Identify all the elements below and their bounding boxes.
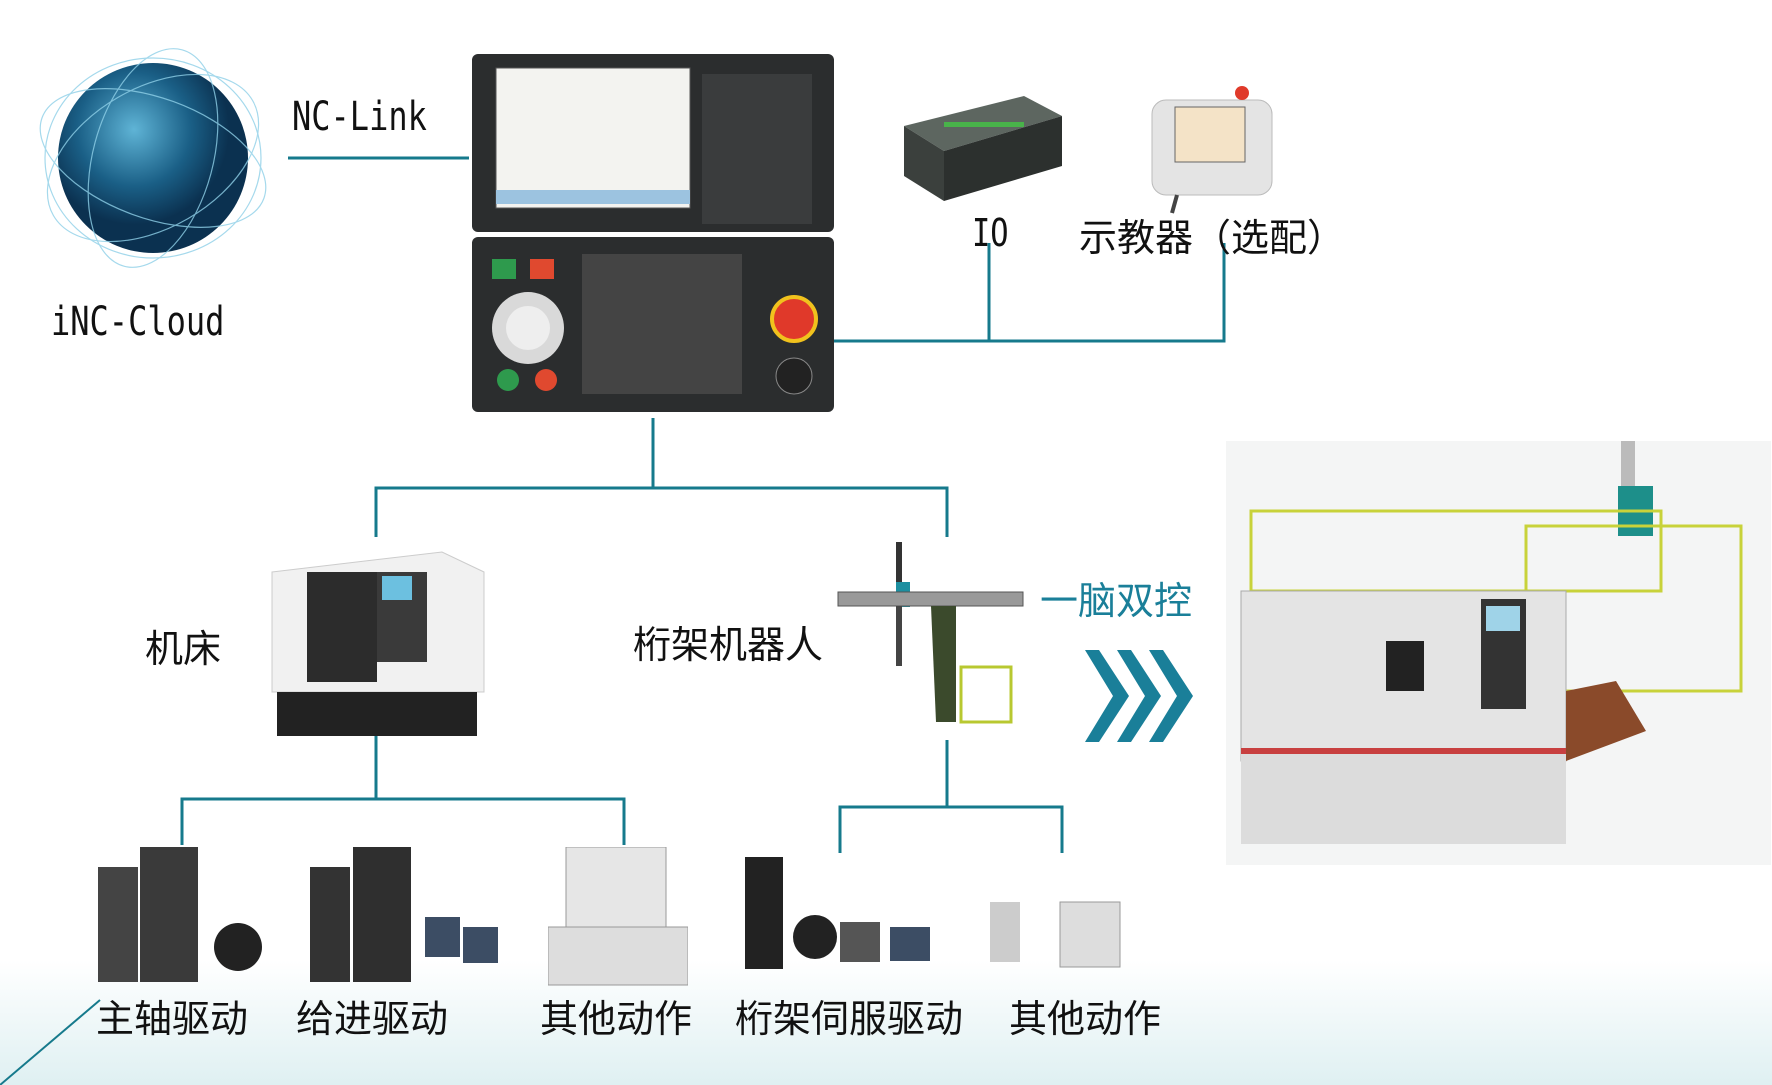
chevrons-arrow-icon	[1085, 650, 1193, 742]
feed-drive-image	[310, 847, 498, 982]
io-label: IO	[972, 211, 1009, 255]
spindle-drive-image	[98, 847, 262, 982]
gantry-servo-image	[745, 857, 930, 969]
spindle-drive-label: 主轴驱动	[96, 997, 249, 1041]
nc-link-label: NC-Link	[292, 94, 427, 140]
gantry-other-actions-label: 其他动作	[1009, 997, 1162, 1041]
valve-block-image	[548, 847, 688, 986]
other-actuator-image	[990, 901, 1121, 968]
lathe-label: 机床	[145, 627, 222, 671]
gantry-robot-image[interactable]	[836, 542, 1026, 736]
integrated-cell-image	[1226, 441, 1771, 865]
teach-pendant-image	[1151, 86, 1273, 214]
feed-drive-label: 给进驱动	[296, 997, 449, 1041]
teach-pendant-label: 示教器（选配）	[1079, 216, 1346, 260]
gantry-robot-label: 桁架机器人	[633, 623, 824, 667]
io-module-image	[904, 96, 1062, 201]
lathe-image[interactable]	[262, 542, 487, 736]
lathe-other-actions-label: 其他动作	[540, 997, 693, 1041]
dual-control-label: 一脑双控	[1040, 579, 1193, 623]
globe-icon	[39, 48, 267, 268]
gantry-servo-label: 桁架伺服驱动	[735, 997, 964, 1041]
cloud-label: iNC-Cloud	[51, 299, 225, 345]
cnc-controller-panel[interactable]	[472, 54, 834, 414]
bottom-gradient	[0, 960, 1772, 1085]
